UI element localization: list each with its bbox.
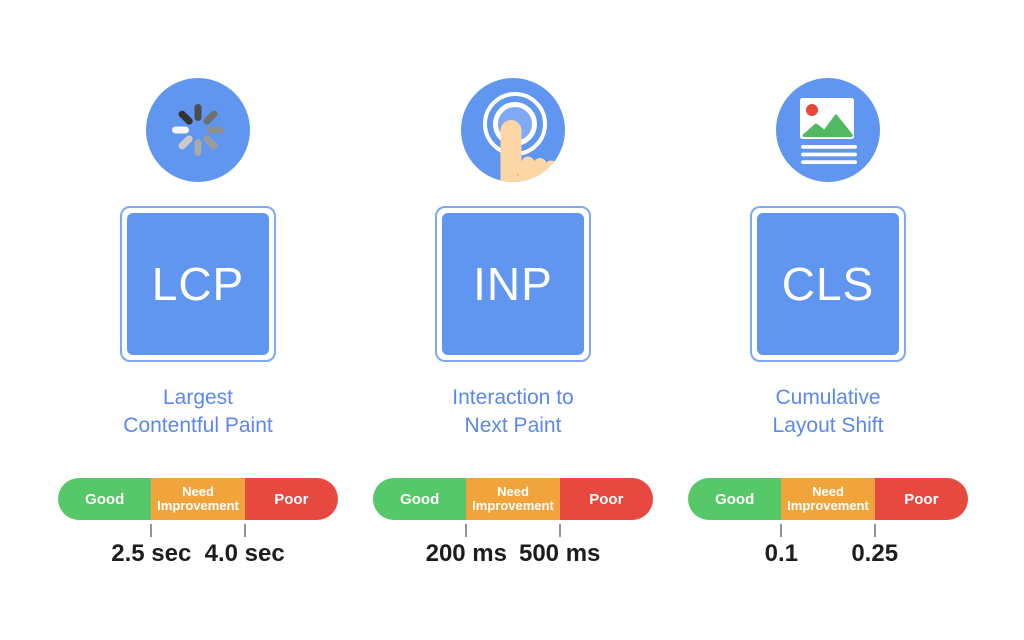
need-label-line2: Improvement — [472, 498, 554, 513]
scale-values: 200 ms 500 ms — [373, 541, 653, 567]
scale-good-segment: Good — [688, 478, 782, 520]
metric-column-lcp: LCP Largest Contentful Paint Good Need I… — [58, 78, 338, 567]
metric-name-line1: Interaction to — [452, 386, 574, 409]
scale-need-improvement-segment: Need Improvement — [781, 478, 875, 520]
need-label-line1: Need — [182, 484, 214, 499]
metric-acronym: INP — [473, 258, 553, 310]
tick-mark — [150, 524, 153, 537]
metric-column-inp: INP Interaction to Next Paint Good Need … — [373, 78, 653, 567]
scale-ticks — [688, 524, 968, 537]
threshold-scale-bar: Good Need Improvement Poor — [688, 478, 968, 520]
metric-name-line2: Next Paint — [464, 414, 562, 437]
metric-name: Cumulative Layout Shift — [773, 384, 884, 440]
metric-acronym: CLS — [781, 258, 875, 310]
loading-spinner-icon — [146, 78, 250, 182]
good-threshold-value: 0.1 — [764, 540, 798, 567]
metric-name: Largest Contentful Paint — [123, 384, 272, 440]
threshold-scale-bar: Good Need Improvement Poor — [58, 478, 338, 520]
inp-square: INP — [435, 206, 591, 362]
good-label: Good — [400, 490, 440, 508]
scale-poor-segment: Poor — [244, 478, 338, 520]
scale-values: 0.1 0.25 — [688, 541, 968, 567]
lcp-square-fill: LCP — [127, 213, 269, 355]
good-label: Good — [85, 490, 125, 508]
layout-image-icon — [776, 78, 880, 182]
scale-poor-segment: Poor — [559, 478, 653, 520]
metric-name-line1: Largest — [162, 386, 234, 409]
metric-column-cls: CLS Cumulative Layout Shift Good Need Im… — [688, 78, 968, 567]
lcp-square: LCP — [120, 206, 276, 362]
scale-good-segment: Good — [373, 478, 467, 520]
metric-acronym: LCP — [151, 258, 245, 310]
tick-mark — [873, 524, 876, 537]
poor-threshold-value: 0.25 — [851, 540, 899, 567]
scale-poor-segment: Poor — [874, 478, 968, 520]
scale-values: 2.5 sec 4.0 sec — [58, 541, 338, 567]
threshold-scale-bar: Good Need Improvement Poor — [373, 478, 653, 520]
metric-name-line2: Contentful Paint — [123, 414, 273, 437]
good-label: Good — [715, 490, 755, 508]
cls-square: CLS — [750, 206, 906, 362]
scale-need-improvement-segment: Need Improvement — [151, 478, 245, 520]
scale-need-improvement-segment: Need Improvement — [466, 478, 560, 520]
metric-name: Interaction to Next Paint — [452, 384, 573, 440]
poor-threshold-value: 500 ms — [518, 540, 601, 567]
need-label-line1: Need — [812, 484, 844, 499]
scale-ticks — [373, 524, 653, 537]
metric-name-line2: Layout Shift — [772, 414, 884, 437]
good-threshold-value: 200 ms — [425, 540, 507, 567]
cls-square-fill: CLS — [757, 213, 899, 355]
poor-label: Poor — [589, 490, 624, 508]
scale-good-segment: Good — [58, 478, 152, 520]
tick-mark — [243, 524, 246, 537]
poor-label: Poor — [274, 490, 309, 508]
poor-threshold-value: 4.0 sec — [204, 540, 285, 567]
need-label-line2: Improvement — [157, 498, 239, 513]
tick-mark — [780, 524, 783, 537]
tick-mark — [465, 524, 468, 537]
poor-label: Poor — [904, 490, 939, 508]
inp-square-fill: INP — [442, 213, 584, 355]
need-label-line2: Improvement — [787, 498, 869, 513]
scale-ticks — [58, 524, 338, 537]
good-threshold-value: 2.5 sec — [111, 540, 192, 567]
need-label-line1: Need — [497, 484, 529, 499]
tick-mark — [558, 524, 561, 537]
tap-icon — [461, 78, 565, 182]
metric-name-line1: Cumulative — [775, 386, 881, 409]
